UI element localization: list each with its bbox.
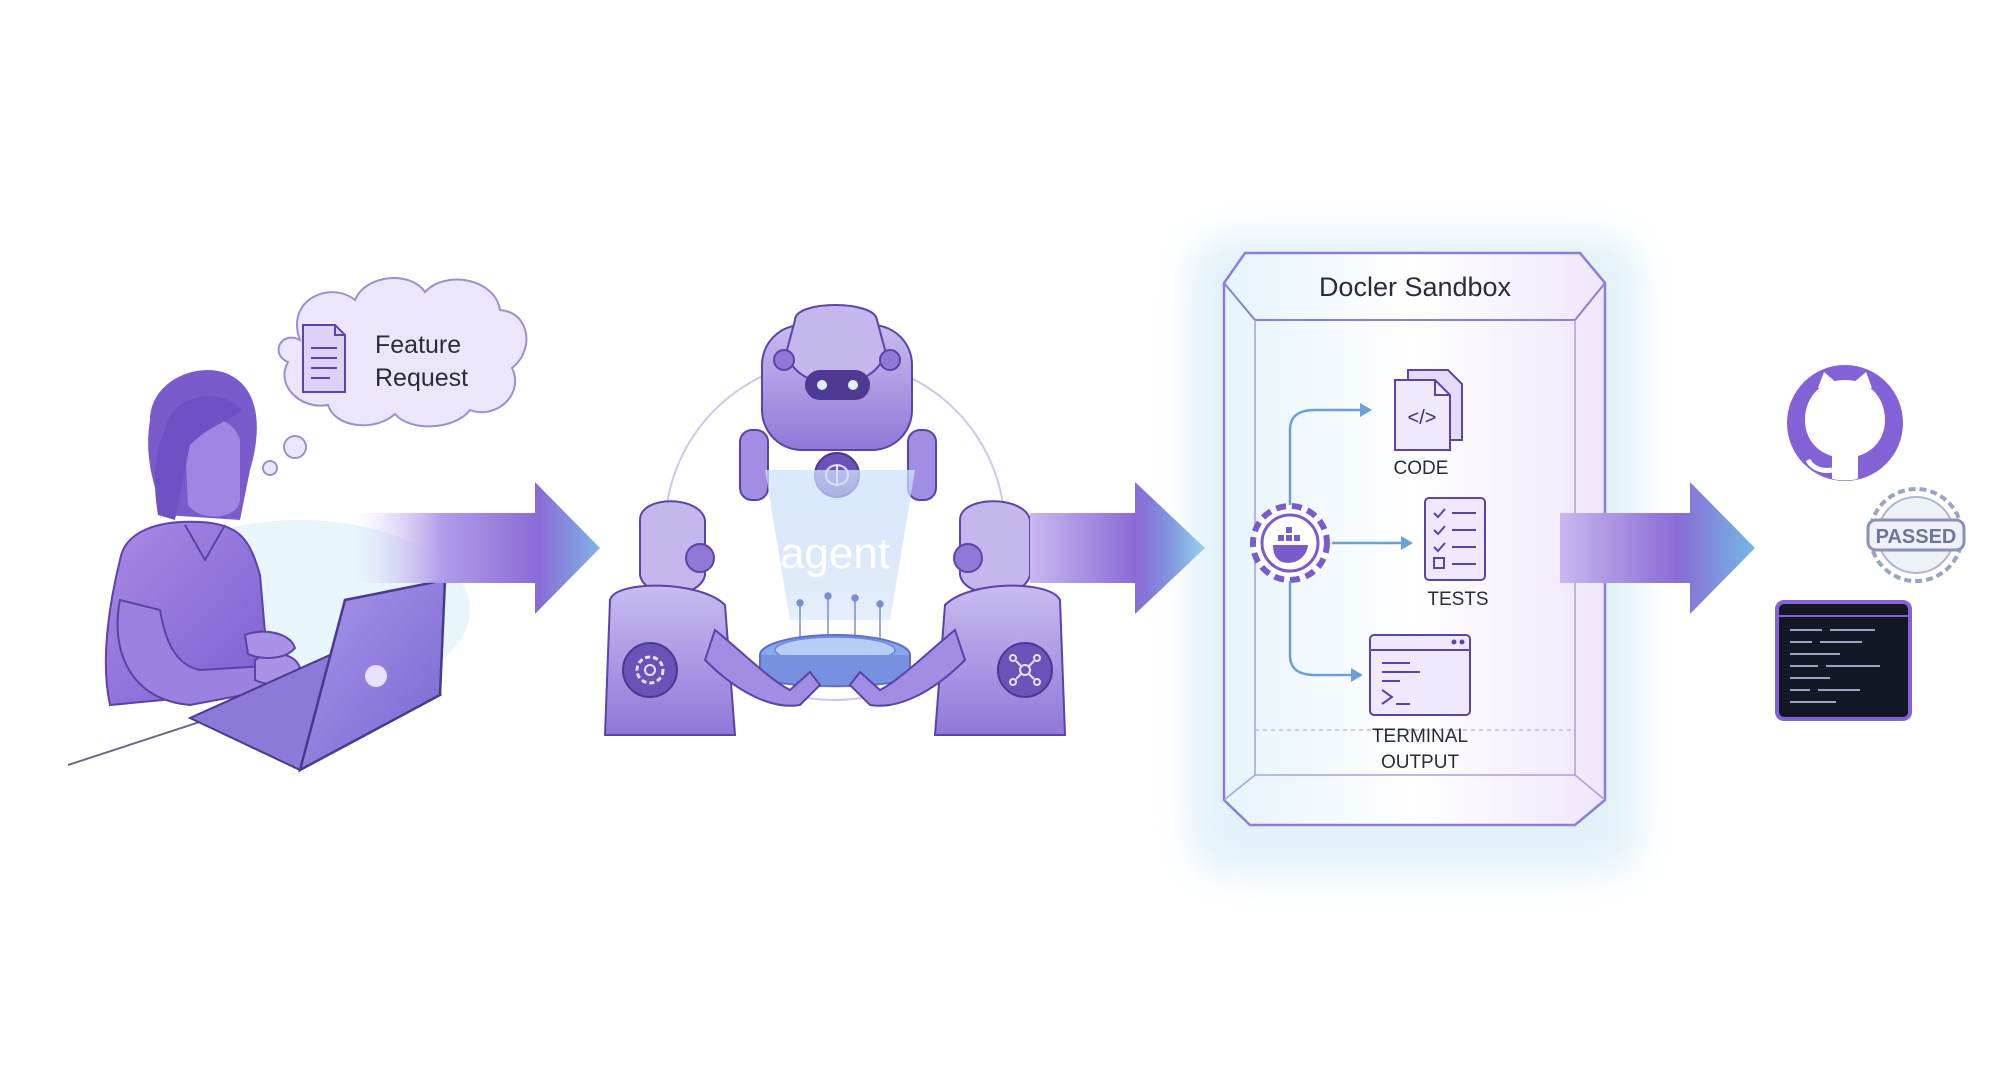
thought-cloud: Feature Request (262, 277, 528, 476)
robot-top (739, 304, 937, 501)
network-nodes-icon (1009, 654, 1041, 686)
docker-gear-icon (1250, 503, 1330, 583)
flow-arrow-1 (355, 482, 600, 614)
result-panel: PASSED (1775, 365, 1966, 721)
flow-arrow-3 (1560, 482, 1755, 614)
svg-text:</>: </> (1408, 407, 1437, 429)
passed-seal-icon: PASSED (1866, 487, 1966, 583)
docker-sandbox: Docler Sandbox </> C (1190, 235, 1640, 875)
terminal-window-icon (1369, 634, 1471, 716)
robot-left (603, 500, 822, 736)
flow-arrow-2 (1030, 482, 1205, 614)
terminal-label-line1: TERMINAL (1372, 726, 1468, 747)
robot-right (848, 500, 1067, 736)
checklist-icon (1424, 497, 1486, 581)
document-icon (302, 324, 346, 393)
agent-label: agent (780, 529, 890, 578)
person-at-laptop-illustration (67, 370, 470, 773)
passed-badge-text: PASSED (1876, 526, 1957, 548)
code-label: CODE (1394, 458, 1449, 479)
sandbox-title: Docler Sandbox (1319, 272, 1512, 302)
cloud-label-line1: Feature (375, 331, 461, 359)
tests-label: TESTS (1427, 589, 1488, 610)
cloud-label-line2: Request (375, 364, 468, 392)
agent-robot-team-illustration: agent (603, 304, 1067, 736)
terminal-screen-icon (1775, 600, 1912, 721)
terminal-label-line2: OUTPUT (1381, 752, 1460, 773)
code-file-icon: </> (1394, 369, 1463, 451)
github-icon (1787, 365, 1903, 481)
gear-icon (635, 655, 665, 685)
